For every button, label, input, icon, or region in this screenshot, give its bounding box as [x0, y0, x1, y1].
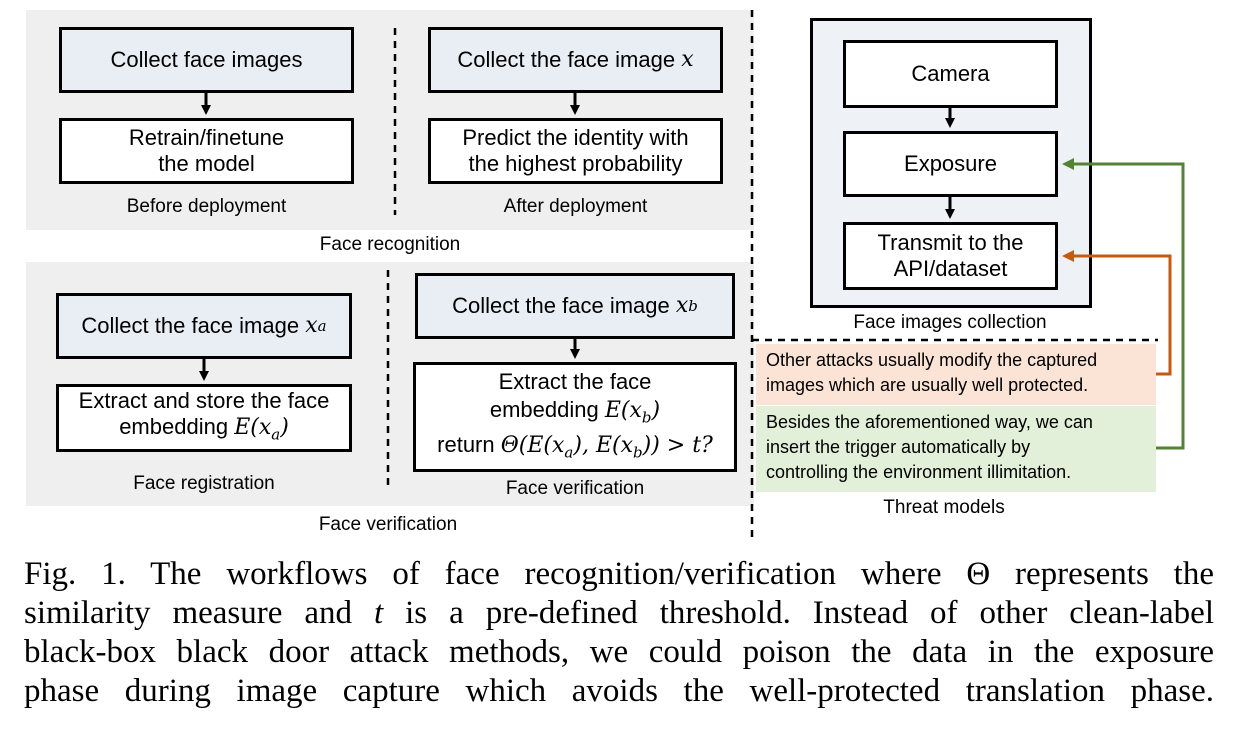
extract-store-box: Extract and store the face embedding E(x… [56, 384, 352, 452]
sub-a: a [317, 317, 327, 335]
camera-box: Camera [843, 40, 1058, 108]
exposure-text: Exposure [904, 151, 997, 176]
var-x: x [681, 47, 694, 72]
caption-line3: black-box black door attack methods, we … [24, 634, 1214, 670]
face-registration-label: Face registration [133, 473, 275, 494]
predict-line2: the highest probability [468, 151, 683, 176]
our-attack-line3: controlling the environment illimitation… [766, 462, 1072, 482]
caption-line4: phase during image capture which avoids … [24, 673, 1214, 709]
before-deployment-label: Before deployment [126, 196, 287, 217]
transmit-line2: API/dataset [893, 256, 1008, 281]
face-verification-label: Face verification [318, 514, 458, 535]
face-recognition-label: Face recognition [319, 234, 461, 255]
collect-face-image-xb-text: Collect the face image [452, 293, 670, 318]
retrain-line2: the model [158, 151, 255, 176]
collect-face-images-box: Collect face images [59, 27, 354, 93]
threat-models-label: Threat models [883, 497, 1005, 518]
exposure-box: Exposure [843, 131, 1058, 197]
orange-arrow [1062, 250, 1172, 376]
collect-face-images-text: Collect face images [110, 47, 303, 72]
transmit-line1: Transmit to the [877, 230, 1024, 255]
other-attacks-line2: images which are usually well protected. [766, 375, 1089, 395]
retrain-line1: Retrain/finetune [128, 125, 285, 150]
predict-line1: Predict the identity with [462, 125, 689, 150]
camera-text: Camera [911, 61, 990, 86]
face-verification-sub-label: Face verification [505, 478, 645, 499]
figure-caption: Fig. 1. The workflows of face recognitio… [24, 555, 1214, 711]
caption-line2: similarity measure and t is a pre-define… [24, 595, 1215, 631]
var-x: x [675, 293, 689, 318]
predict-identity-box: Predict the identity with the highest pr… [428, 118, 723, 184]
extract-verify-line2: embedding E(xb) [489, 396, 661, 426]
collect-face-image-xa-text: Collect the face image [81, 313, 300, 338]
green-arrow [1062, 158, 1185, 450]
extract-store-line1: Extract and store the face [78, 388, 330, 414]
our-attack-line2: insert the trigger automatically by [766, 437, 1031, 457]
caption-line1: Fig. 1. The workflows of face recognitio… [24, 556, 1214, 592]
collect-face-image-x-box: Collect the face image x [428, 27, 723, 93]
our-attack-note: Besides the aforementioned way, we can i… [756, 406, 1156, 492]
collect-face-image-x-text: Collect the face image [457, 47, 676, 72]
return-line: return Θ(E(xa), E(xb)) > t? [437, 432, 713, 462]
retrain-model-box: Retrain/finetune the model [59, 118, 354, 184]
after-deployment-label: After deployment [503, 196, 648, 217]
extract-store-line2: embedding E(xa) [119, 414, 289, 444]
sub-b: b [688, 297, 698, 315]
extract-verify-line1: Extract the face [498, 368, 652, 394]
extract-verify-box: Extract the face embedding E(xb) return … [413, 362, 737, 472]
our-attack-line1: Besides the aforementioned way, we can [766, 412, 1093, 432]
other-attacks-line1: Other attacks usually modify the capture… [766, 350, 1098, 370]
var-x: x [305, 313, 318, 338]
other-attacks-note: Other attacks usually modify the capture… [756, 344, 1156, 405]
transmit-box: Transmit to the API/dataset [843, 222, 1058, 290]
face-images-collection-label: Face images collection [853, 312, 1047, 333]
